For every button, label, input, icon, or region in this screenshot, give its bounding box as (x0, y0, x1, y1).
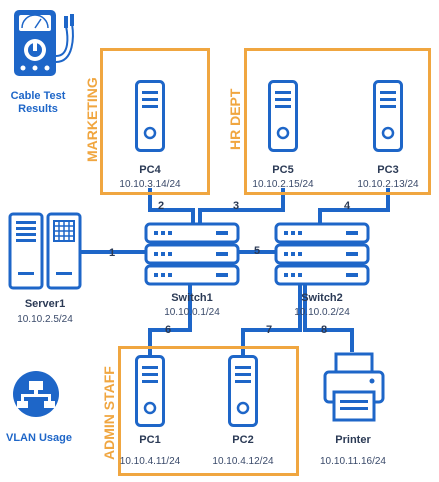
port-label-2: 2 (158, 200, 165, 212)
server1-rack[interactable] (8, 212, 82, 295)
multimeter-icon (14, 10, 74, 76)
printer-ip: 10.10.11.16/24 (320, 456, 386, 467)
port-label-6: 6 (165, 324, 172, 336)
pc1-tower[interactable] (135, 355, 165, 432)
pc5-ip: 10.10.2.15/24 (252, 179, 314, 190)
pc2-tower[interactable] (228, 355, 258, 432)
pc-tower-icon (228, 355, 258, 427)
pc1-name: PC1 (139, 434, 161, 446)
vlan-usage-label: VLAN Usage (5, 432, 73, 444)
switch1-stack[interactable] (144, 222, 240, 291)
cable-test-label-2: Results (18, 103, 58, 115)
pc3-tower[interactable] (373, 80, 403, 157)
server1-ip: 10.10.2.5/24 (17, 314, 73, 325)
switch-icon (144, 222, 240, 286)
pc2-name: PC2 (232, 434, 254, 446)
link-switch2-pc2 (241, 282, 302, 357)
cable-test-tool[interactable]: Cable Test Results (8, 6, 78, 118)
port-label-5: 5 (254, 245, 261, 257)
admin-group-box (118, 346, 299, 476)
printer-name: Printer (335, 434, 371, 446)
pc4-tower[interactable] (135, 80, 165, 157)
cable-test-label-1: Cable Test (10, 90, 66, 102)
port-label-7: 7 (266, 324, 273, 336)
pc5-tower[interactable] (268, 80, 298, 157)
hr-group-label: HR DEPT (227, 88, 243, 150)
server-icon (8, 212, 82, 290)
switch2-ip: 10.10.0.2/24 (294, 307, 350, 318)
marketing-group-label: MARKETING (84, 77, 100, 162)
pc-tower-icon (268, 80, 298, 152)
port-label-3: 3 (233, 200, 240, 212)
link-switch1-pc1 (148, 282, 192, 357)
printer-icon (323, 352, 385, 422)
port-label-8: 8 (321, 324, 328, 336)
link-pc3-switch2 (318, 188, 390, 224)
switch2-name: Switch2 (301, 292, 343, 304)
switch1-name: Switch1 (171, 292, 213, 304)
pc3-ip: 10.10.2.13/24 (357, 179, 419, 190)
link-switch2-printer (303, 282, 354, 352)
pc1-ip: 10.10.4.11/24 (119, 456, 181, 467)
marketing-group-box (100, 48, 210, 195)
pc4-name: PC4 (139, 164, 161, 176)
switch2-stack[interactable] (274, 222, 370, 291)
switch1-ip: 10.10.0.1/24 (164, 307, 220, 318)
pc-tower-icon (135, 80, 165, 152)
pc5-name: PC5 (272, 164, 294, 176)
server1-name: Server1 (24, 298, 66, 310)
admin-group-label: ADMIN STAFF (101, 366, 117, 460)
vlan-usage-tool[interactable]: VLAN Usage (6, 368, 80, 448)
pc4-ip: 10.10.3.14/24 (119, 179, 181, 190)
pc-tower-icon (135, 355, 165, 427)
printer-device[interactable] (322, 352, 386, 429)
switch-icon (274, 222, 370, 286)
hr-group-box (244, 48, 431, 195)
pc2-ip: 10.10.4.12/24 (212, 456, 274, 467)
pc-tower-icon (373, 80, 403, 152)
pc3-name: PC3 (377, 164, 399, 176)
link-pc4-switch1 (148, 188, 195, 224)
network-icon (13, 371, 59, 417)
link-pc5-switch1 (198, 188, 285, 224)
port-label-4: 4 (344, 200, 351, 212)
port-label-1: 1 (109, 247, 116, 259)
